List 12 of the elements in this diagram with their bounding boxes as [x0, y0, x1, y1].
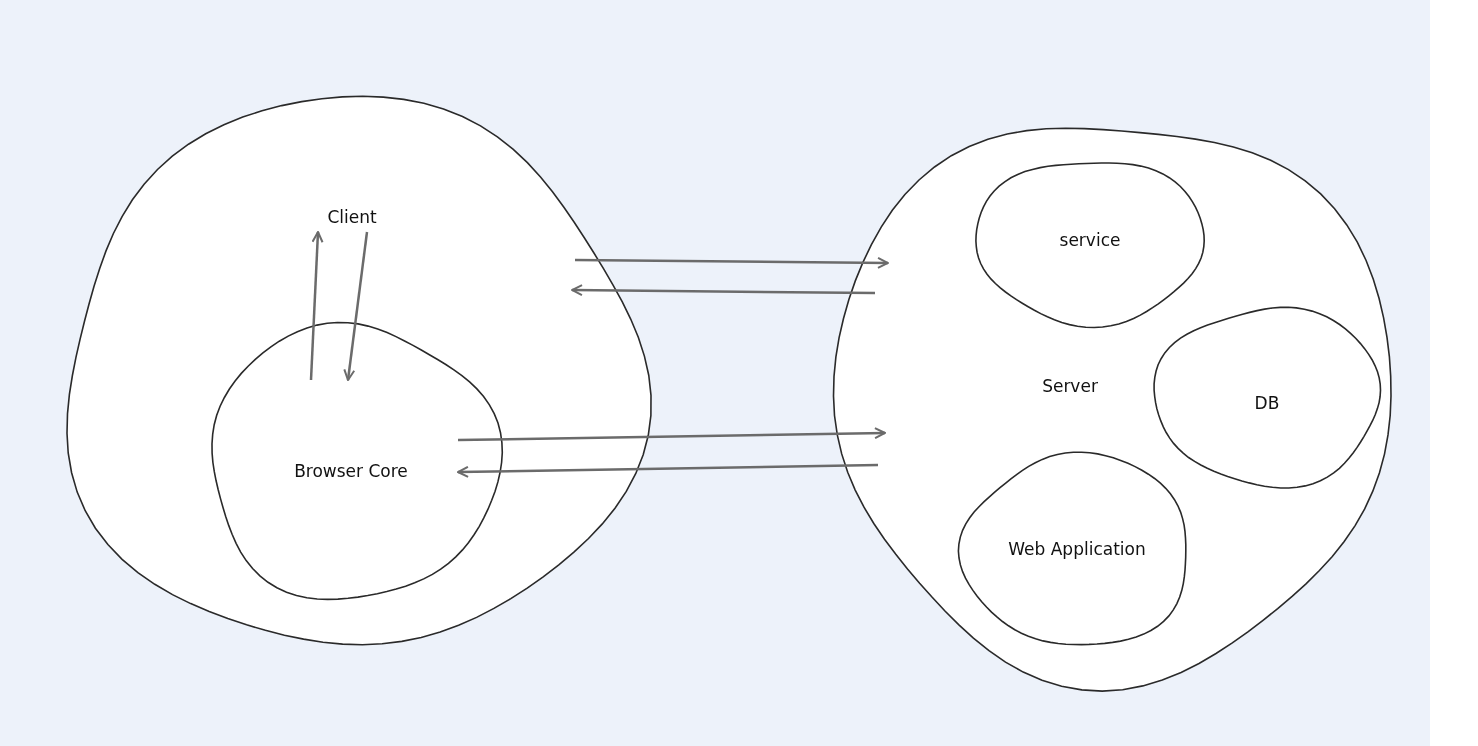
arrow: [457, 463, 878, 478]
region-label: Web Application: [1008, 539, 1146, 559]
arrow: [343, 231, 369, 381]
region-label: Browser Core: [294, 461, 408, 481]
arrow: [571, 284, 875, 297]
region-label: Server: [1042, 376, 1098, 396]
region-label: service: [1059, 230, 1121, 250]
arrow: [309, 231, 324, 381]
region-label: Client: [327, 207, 377, 227]
arrow: [458, 427, 886, 442]
region-label: DB: [1254, 393, 1280, 413]
arrow: [575, 256, 889, 269]
